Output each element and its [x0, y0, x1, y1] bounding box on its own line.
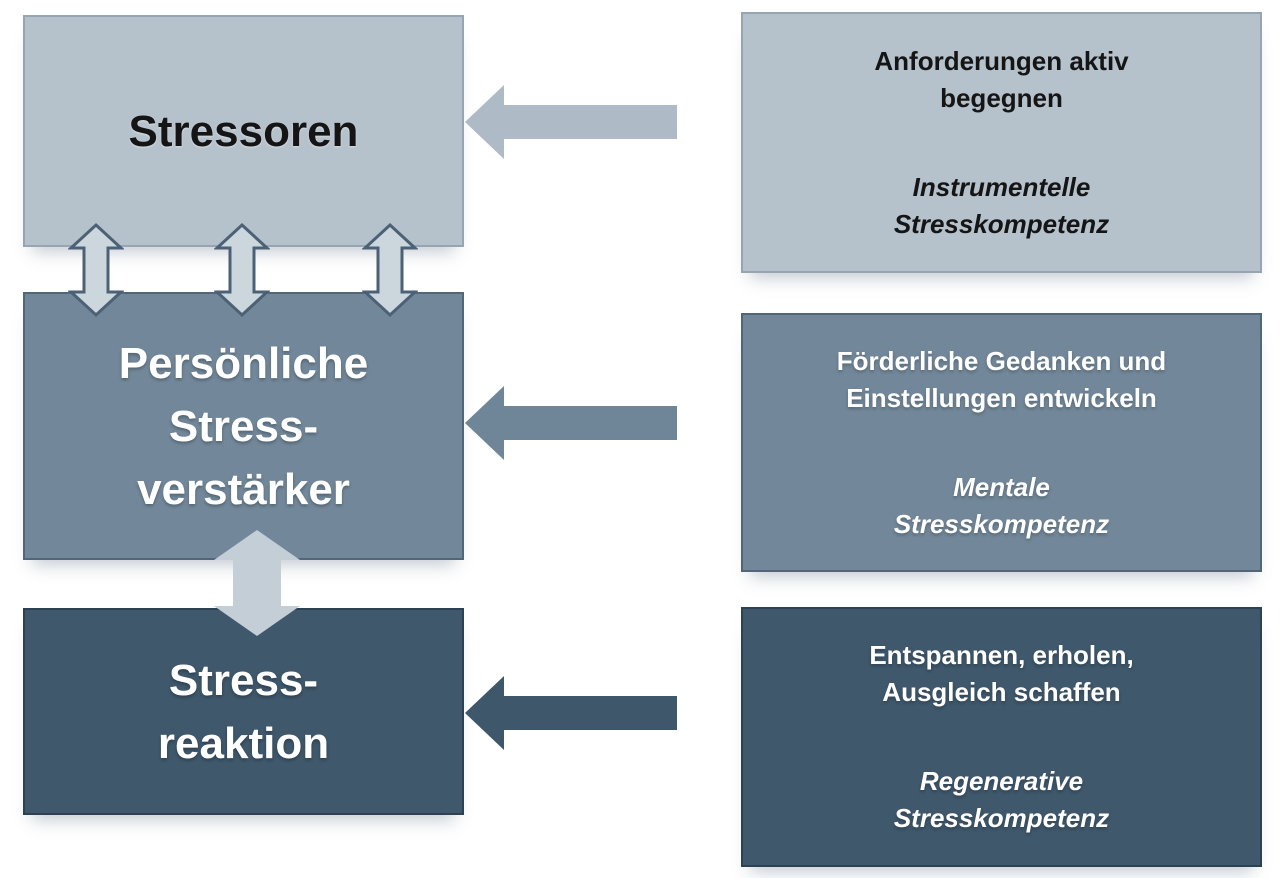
- bidirectional-arrow-icon-stressoren-verstaerker-right: [362, 222, 418, 318]
- arrow-icon-regenerative-to-reaktion: [465, 676, 677, 750]
- box-persoenliche-stressverstaerker: Persönliche Stress- verstärker: [23, 292, 464, 560]
- bidirectional-arrow-icon-stressoren-verstaerker-left: [68, 222, 124, 318]
- competence-line: Regenerative: [919, 766, 1084, 796]
- box-stressverstaerker-label: Persönliche Stress- verstärker: [119, 332, 368, 521]
- label-line: Persönliche: [118, 338, 369, 388]
- box-stressreaktion: Stress- reaktion: [23, 608, 464, 815]
- competence-line: Mentale: [953, 471, 1050, 502]
- info-box-instrumentelle-stresskompetenz: Anforderungen aktiv begegnen Instrumente…: [741, 12, 1262, 273]
- action-line: Ausgleich schaffen: [882, 677, 1121, 707]
- action-line: Entspannen, erholen,: [869, 640, 1134, 670]
- info-action-text: Entspannen, erholen, Ausgleich schaffen: [869, 637, 1133, 711]
- info-action-text: Anforderungen aktiv begegnen: [874, 43, 1128, 117]
- info-action-text: Förderliche Gedanken und Einstellungen e…: [837, 343, 1166, 417]
- info-competence-text: Instrumentelle Stresskompetenz: [894, 169, 1109, 243]
- bidirectional-arrow-icon-verstaerker-reaktion: [214, 530, 300, 636]
- box-stressoren-label: Stressoren: [128, 106, 359, 156]
- info-box-mentale-stresskompetenz: Förderliche Gedanken und Einstellungen e…: [741, 313, 1262, 572]
- competence-line: Stresskompetenz: [893, 208, 1110, 239]
- competence-line: Stresskompetenz: [893, 803, 1110, 833]
- action-line: Einstellungen entwickeln: [846, 382, 1157, 413]
- action-line: Anforderungen aktiv: [874, 45, 1129, 76]
- competence-line: Stresskompetenz: [893, 508, 1110, 539]
- bidirectional-arrow-icon-stressoren-verstaerker-middle: [214, 222, 270, 318]
- label-line: reaktion: [157, 718, 330, 768]
- box-stressreaktion-label: Stress- reaktion: [158, 649, 329, 775]
- competence-line: Instrumentelle: [912, 171, 1091, 202]
- info-competence-text: Mentale Stresskompetenz: [894, 469, 1109, 543]
- label-line: Stress-: [168, 401, 319, 451]
- action-line: begegnen: [940, 82, 1063, 113]
- box-stressoren: Stressoren: [23, 15, 464, 247]
- info-box-regenerative-stresskompetenz: Entspannen, erholen, Ausgleich schaffen …: [741, 607, 1262, 867]
- label-line: Stress-: [168, 655, 319, 705]
- arrow-icon-mentale-to-verstaerker: [465, 386, 677, 460]
- action-line: Förderliche Gedanken und: [836, 345, 1167, 376]
- arrow-icon-instrumentelle-to-stressoren: [465, 85, 677, 159]
- label-line: verstärker: [137, 464, 350, 514]
- info-competence-text: Regenerative Stresskompetenz: [894, 763, 1109, 837]
